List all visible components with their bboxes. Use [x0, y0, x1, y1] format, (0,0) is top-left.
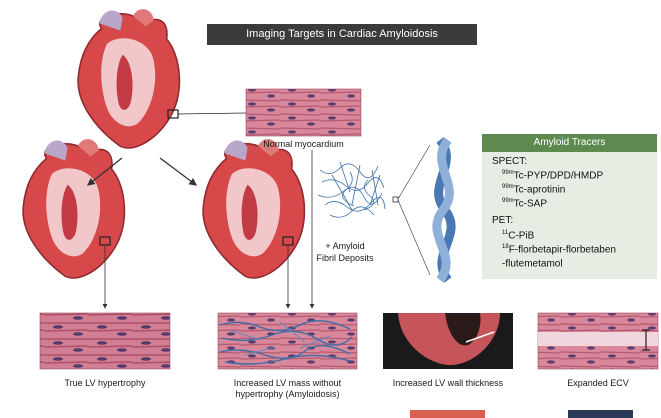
amyloid-label-line2: Fibril Deposits: [300, 253, 390, 263]
ecv-panel: [538, 313, 658, 369]
pet-tracer-2: 18F-florbetapir-florbetaben: [502, 244, 616, 255]
increased-mass-label-line1: Increased LV mass without: [205, 378, 370, 388]
normal-myocardium-label: Normal myocardium: [246, 139, 361, 149]
amyloid-heart: [203, 139, 304, 278]
spect-tracer-2: 99mTc-aprotinin: [502, 184, 565, 195]
lv-wall-label: Increased LV wall thickness: [375, 378, 521, 388]
tracers-list: SPECT: 99mTc-PYP/DPD/HMDP 99mTc-aprotini…: [482, 152, 657, 279]
spect-tracer-1: 99mTc-PYP/DPD/HMDP: [502, 170, 603, 181]
spect-tracer-3: 99mTc-SAP: [502, 198, 547, 209]
pet-tracer-1: 11C-PiB: [502, 230, 534, 241]
increased-mass-label-line2: hypertrophy (Amyloidosis): [205, 389, 370, 399]
ecv-label: Expanded ECV: [538, 378, 658, 388]
amyloid-tissue-panel: [218, 313, 357, 369]
lvh-heart: [23, 139, 124, 278]
true-lvh-label: True LV hypertrophy: [30, 378, 180, 388]
pet-label: PET:: [492, 215, 513, 226]
twisted-fibril: [437, 140, 451, 280]
spect-label: SPECT:: [492, 156, 527, 167]
normal-heart: [78, 9, 179, 148]
normal-myocardium-panel: [246, 89, 361, 136]
true-lvh-panel: [40, 313, 170, 369]
pet-tracer-3: -flutemetamol: [502, 258, 563, 269]
tracers-heading: Amyloid Tracers: [482, 134, 657, 152]
lv-wall-panel: [383, 313, 513, 369]
amyloid-label-line1: + Amyloid: [300, 241, 390, 251]
fibril-deposits: [318, 162, 385, 217]
